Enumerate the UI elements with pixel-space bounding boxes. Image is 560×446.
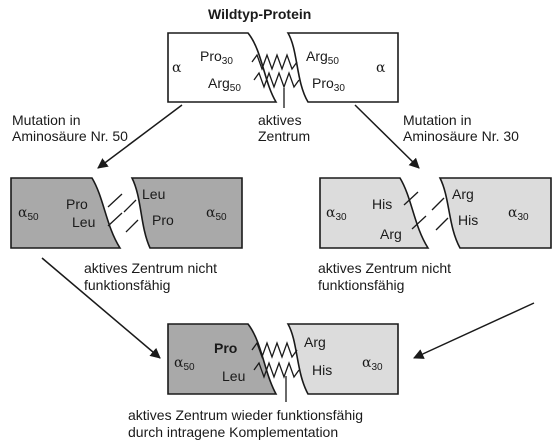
complemented-left-residue-1: Pro: [214, 340, 238, 356]
mutant-30-caption-line-1: aktives Zentrum nicht: [318, 260, 452, 276]
mutant-50-left-subunit: [10, 177, 122, 249]
mutant-30-left-subunit: [319, 177, 430, 249]
mutant-30-right-alpha: α30: [508, 205, 529, 223]
complemented-right-residue-1: Arg: [304, 334, 326, 350]
wildtype-right-alpha: α: [376, 60, 386, 76]
mutation-30-line-1: Mutation in: [403, 112, 472, 128]
mutation-50-line-2: Aminosäure Nr. 50: [12, 128, 128, 144]
mutant-50-right-stub-lower: [125, 219, 139, 233]
complemented-left-subunit: [167, 323, 278, 395]
arrow-to-mutation-30: [354, 104, 420, 169]
mutant-50-left-residue-1: Pro: [66, 196, 88, 212]
mutant-30-left-residue-2: Arg: [380, 226, 402, 242]
active-site-caption-line-2: Zentrum: [258, 128, 311, 144]
wildtype-right-residue-2: Pro30: [312, 75, 345, 94]
wildtype-left-residue-2: Arg50: [208, 75, 241, 94]
mutant-50-right-residue-1: Leu: [142, 186, 166, 202]
mutant-50-right-alpha: α50: [206, 205, 227, 223]
wildtype-left-residue-1: Pro30: [200, 48, 233, 67]
mutant-30-right-stub-lower: [435, 217, 449, 231]
mutation-50-line-1: Mutation in: [12, 112, 81, 128]
diagram-title: Wildtyp-Protein: [208, 6, 312, 22]
arrow-to-mutation-50: [97, 104, 183, 169]
mutant-50-left-alpha: α50: [18, 205, 39, 223]
arrow-from-mutant-30: [413, 302, 535, 359]
mutant-50-caption-line-1: aktives Zentrum nicht: [84, 260, 218, 276]
complemented-left-residue-2: Leu: [222, 368, 246, 384]
mutant-50-left-stub-lower: [107, 212, 123, 227]
wildtype-bond-upper: [251, 53, 298, 71]
wildtype-protein: [167, 32, 399, 108]
mutant-30-left-residue-1: His: [372, 196, 393, 212]
mutant-50-caption-line-2: funktionsfähig: [84, 277, 171, 293]
mutant-30-left-stub-upper: [403, 191, 419, 206]
mutant-50-right-residue-2: Pro: [152, 212, 174, 228]
complemented-protein: [167, 323, 399, 402]
complemented-bond-lower: [253, 361, 300, 379]
complemented-caption-line-1: aktives Zentrum wieder funktionsfähig: [128, 407, 363, 423]
mutant-50-right-subunit: [130, 177, 243, 249]
complemented-caption-line-2: durch intragene Komplementation: [128, 424, 339, 440]
mutant-30-right-residue-2: His: [458, 212, 479, 228]
mutant-50-left-stub-upper: [107, 193, 123, 208]
wildtype-left-subunit: [167, 32, 278, 103]
complemented-right-alpha: α30: [362, 355, 383, 373]
arrow-from-mutant-50: [41, 257, 161, 359]
mutant-30-right-subunit: [438, 177, 552, 249]
wildtype-right-residue-1: Arg50: [306, 48, 339, 67]
mutant-30: [319, 177, 552, 249]
mutant-30-right-residue-1: Arg: [452, 186, 474, 202]
mutation-30-line-2: Aminosäure Nr. 30: [403, 128, 519, 144]
complemented-bond-upper: [251, 341, 298, 359]
mutant-30-caption-line-2: funktionsfähig: [318, 277, 405, 293]
mutant-50-right-stub-upper: [123, 199, 137, 213]
mutant-50-left-residue-2: Leu: [72, 214, 96, 230]
mutant-30-right-stub-upper: [431, 197, 445, 211]
complemented-right-residue-2: His: [312, 362, 333, 378]
wildtype-bond-lower: [253, 71, 300, 89]
complemented-right-subunit: [286, 323, 399, 395]
wildtype-right-subunit: [286, 32, 399, 103]
wildtype-left-alpha: α: [172, 60, 182, 76]
mutant-30-left-stub-lower: [411, 215, 427, 230]
mutant-30-left-alpha: α30: [326, 205, 347, 223]
mutant-50: [10, 177, 243, 249]
complemented-left-alpha: α50: [174, 355, 195, 373]
active-site-caption-line-1: aktives: [258, 112, 302, 128]
